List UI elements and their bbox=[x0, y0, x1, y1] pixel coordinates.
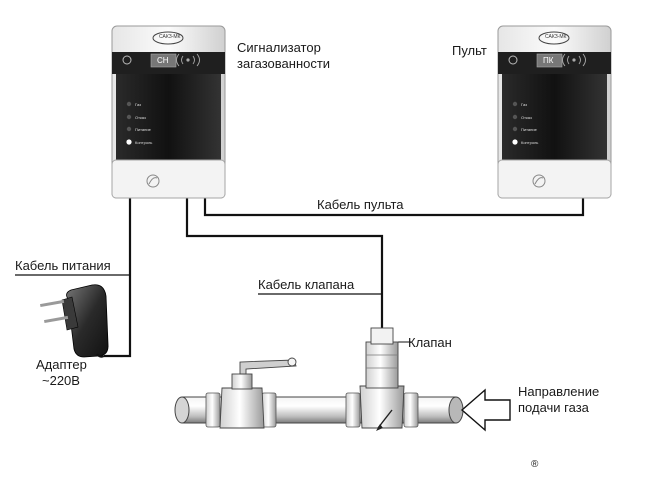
alarm-led-power: Питание bbox=[135, 127, 151, 132]
direction-label-line1: Направление bbox=[518, 384, 600, 399]
alarm-led-gas: Газ bbox=[135, 102, 141, 107]
adapter-label: Адаптер ~220В bbox=[36, 357, 87, 389]
remote-label: Пульт bbox=[452, 43, 487, 58]
remote-brand: САКЗ-МК bbox=[545, 34, 567, 40]
remote-cable bbox=[203, 197, 585, 217]
solenoid-valve bbox=[359, 327, 405, 431]
alarm-label: Сигнализатор загазованности bbox=[237, 40, 330, 72]
remote-cable-label: Кабель пульта bbox=[317, 197, 404, 212]
direction-label-line2: подачи газа bbox=[518, 400, 589, 415]
remote-led-gas: Газ bbox=[521, 102, 527, 107]
power-cable-label: Кабель питания bbox=[15, 258, 111, 273]
alarm-device bbox=[111, 25, 226, 199]
alarm-led-fault: Отказ bbox=[135, 115, 146, 120]
direction-label: Направление подачи газа bbox=[518, 384, 599, 416]
valve-label: Клапан bbox=[408, 335, 452, 350]
power-cable bbox=[104, 197, 132, 358]
alarm-label-line2: загазованности bbox=[237, 56, 331, 71]
alarm-brand: САКЗ-МК bbox=[159, 34, 181, 40]
remote-device bbox=[497, 25, 612, 199]
adapter-label-line1: Адаптер bbox=[36, 357, 87, 372]
ball-valve bbox=[219, 357, 297, 429]
gas-pipe bbox=[174, 392, 464, 428]
remote-led-fault: Отказ bbox=[521, 115, 532, 120]
valve-cable-label: Кабель клапана bbox=[258, 277, 355, 292]
flow-direction-arrow bbox=[460, 388, 511, 432]
remote-led-power: Питание bbox=[521, 127, 537, 132]
alarm-code: СН bbox=[157, 56, 169, 65]
cables bbox=[15, 197, 585, 358]
remote-led-control: Контроль bbox=[521, 140, 539, 145]
adapter-plug bbox=[40, 284, 109, 358]
remote-code: ПК bbox=[543, 56, 554, 65]
registered-mark: ® bbox=[531, 459, 539, 470]
valve-cable bbox=[185, 197, 384, 328]
alarm-label-line1: Сигнализатор bbox=[237, 40, 321, 55]
adapter-label-line2: ~220В bbox=[42, 373, 80, 388]
alarm-led-control: Контроль bbox=[135, 140, 153, 145]
